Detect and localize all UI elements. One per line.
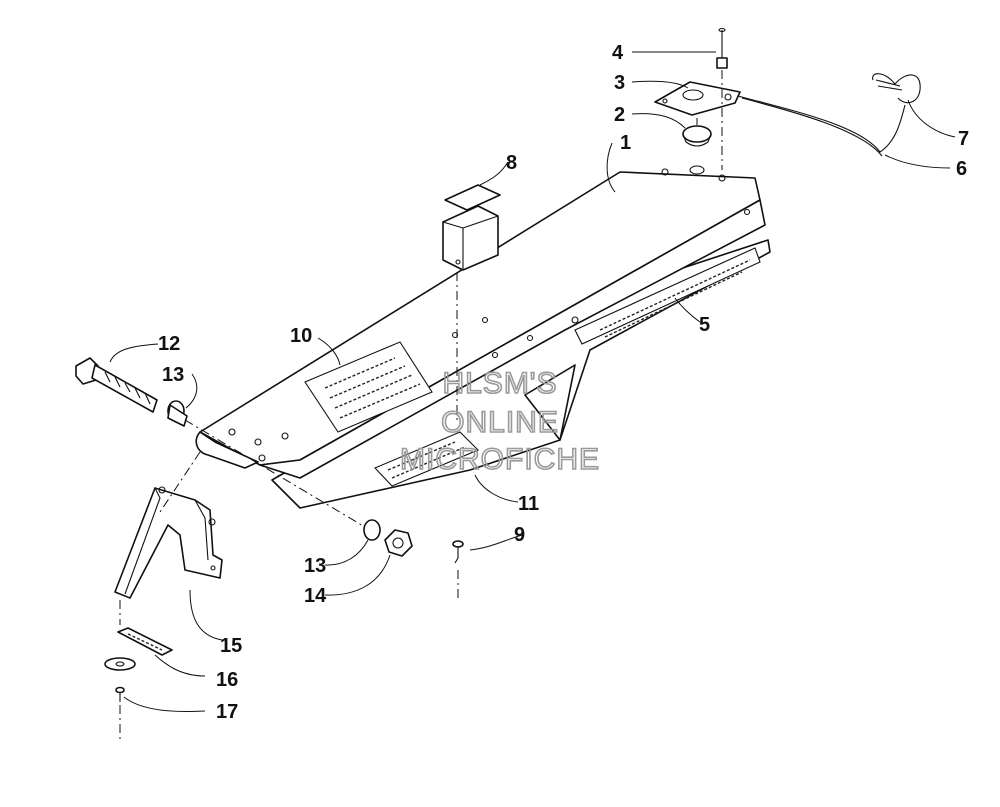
callout-9: 9 — [514, 524, 525, 546]
decal-10 — [304, 341, 433, 433]
bracket-part — [114, 486, 223, 599]
washer-part — [104, 657, 136, 671]
callout-10: 10 — [290, 325, 312, 347]
centerline — [159, 451, 201, 513]
bushing-lower-part — [363, 519, 381, 541]
lanyard-cable-part — [737, 95, 906, 157]
leader-lines — [109, 51, 956, 713]
callout-13-upper: 13 — [162, 364, 184, 386]
watermark-line-1: HLSM'S — [442, 367, 557, 400]
callout-4: 4 — [612, 42, 624, 64]
callout-7: 7 — [958, 128, 969, 150]
hitch-clip-part — [872, 73, 921, 104]
lock-pin-part — [716, 27, 728, 69]
backing-plate-part — [117, 627, 173, 656]
rivet-part — [115, 686, 125, 702]
callout-6: 6 — [956, 158, 967, 180]
clip-part — [442, 184, 501, 271]
centerline — [184, 419, 371, 531]
mount-plate-part — [654, 81, 741, 116]
grommet-part — [682, 125, 712, 147]
callout-3: 3 — [614, 72, 625, 94]
callout-16: 16 — [216, 669, 238, 691]
callout-11: 11 — [518, 493, 539, 515]
watermark-line-3: MICROFICHE — [400, 443, 600, 476]
callout-1: 1 — [620, 132, 631, 154]
decal-11 — [374, 431, 479, 487]
bushing-upper-part — [167, 400, 188, 427]
callout-8: 8 — [506, 152, 517, 174]
decal-5 — [574, 247, 761, 345]
callout-12: 12 — [158, 333, 180, 355]
callout-5: 5 — [699, 314, 710, 336]
nut-part — [384, 529, 413, 557]
watermark-line-2: ONLINE — [441, 406, 559, 439]
watermark: HLSM'S ONLINE MICROFICHE — [399, 366, 600, 477]
bolt-part — [75, 357, 158, 413]
callout-13-lower: 13 — [304, 555, 326, 577]
callout-17: 17 — [216, 701, 238, 723]
callout-15: 15 — [220, 635, 242, 657]
small-pin-part — [452, 540, 464, 564]
callout-2: 2 — [614, 104, 625, 126]
callout-14: 14 — [304, 585, 327, 607]
callout-labels: 4 3 2 1 7 6 8 5 10 11 12 13 9 13 14 15 1… — [158, 42, 969, 723]
